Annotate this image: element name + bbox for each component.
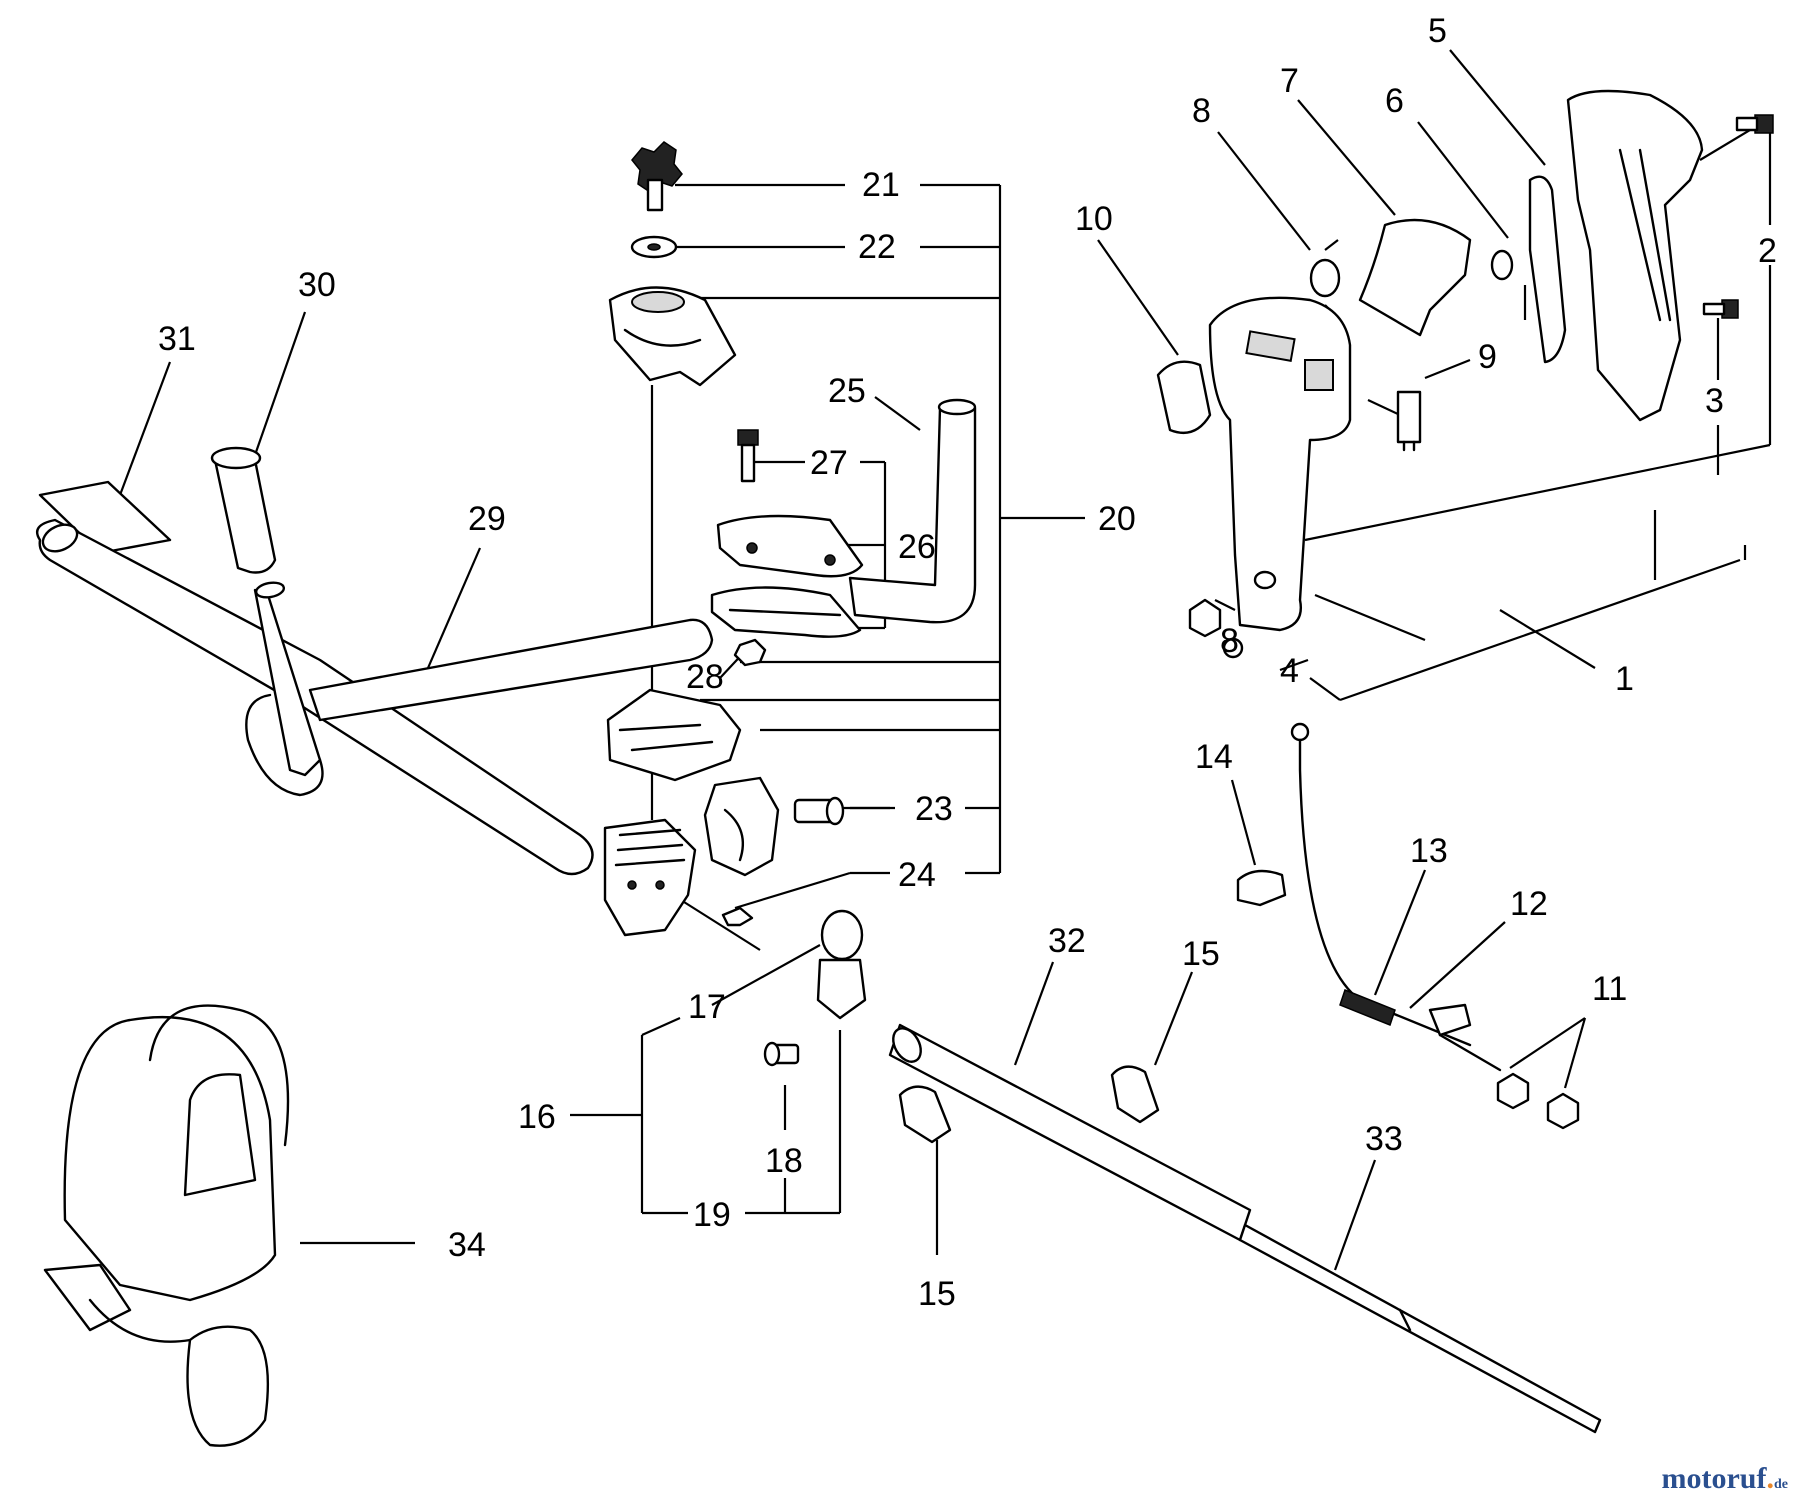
callout-22: 22 [858, 228, 896, 266]
callout-29: 29 [468, 500, 506, 538]
part-clamp-cap [608, 286, 737, 387]
part-clamp-block [606, 688, 742, 782]
part-cable-clip [1236, 869, 1287, 907]
part-square-nut [721, 906, 754, 927]
callout-24: 24 [898, 856, 936, 894]
callout-8: 8 [1192, 92, 1211, 130]
callout-28: 28 [686, 658, 724, 696]
callout-19: 19 [693, 1196, 731, 1234]
callout-34: 34 [448, 1226, 486, 1264]
part-spring-6 [1490, 249, 1514, 281]
callout-31: 31 [158, 320, 196, 358]
part-tube [848, 398, 977, 624]
callout-25: 25 [828, 372, 866, 410]
callout-20: 20 [1098, 500, 1136, 538]
callout-4: 4 [1280, 652, 1299, 690]
part-nut [733, 638, 767, 667]
callout-10: 10 [1075, 200, 1113, 238]
part-clamp-lower [710, 586, 862, 638]
callout-32: 32 [1048, 922, 1086, 960]
callout-9: 9 [1478, 338, 1497, 376]
part-grip [210, 446, 322, 777]
part-nut-11-b [1546, 1092, 1580, 1130]
part-clamp-side [703, 776, 780, 877]
callout-27: 27 [810, 444, 848, 482]
callout-labels: 1 2 3 4 5 6 7 8 9 10 11 12 13 14 15 15 1… [158, 12, 1777, 1313]
part-clamp-upper [716, 514, 864, 578]
part-hanger-clip [816, 909, 867, 1020]
part-washer [630, 235, 678, 259]
callout-3: 3 [1705, 382, 1724, 420]
part-control-handle [1208, 296, 1352, 632]
callout-14: 14 [1195, 738, 1233, 776]
part-drive-shaft [1238, 1223, 1602, 1434]
callout-2: 2 [1758, 232, 1777, 270]
watermark-tld: de [1774, 1477, 1788, 1492]
part-handle-bar [35, 518, 714, 876]
watermark-dot: . [1766, 1462, 1775, 1495]
part-screw-18 [763, 1041, 800, 1067]
part-nut-4 [1188, 598, 1244, 659]
callout-30: 30 [298, 266, 336, 304]
part-nut-11-a [1496, 1072, 1530, 1110]
callout-16: 16 [518, 1098, 556, 1136]
part-clamp-15-lower [898, 1085, 952, 1144]
callout-1: 1 [1615, 660, 1634, 698]
callout-26: 26 [898, 528, 936, 566]
callout-21: 21 [862, 166, 900, 204]
part-clamp-15-upper [1110, 1065, 1160, 1124]
part-base-clamp [603, 818, 697, 937]
part-throttle-lever [1358, 218, 1472, 337]
part-harness [43, 1004, 290, 1447]
watermark-logo: motoruf.de [1662, 1462, 1788, 1496]
callout-8-lower: 8 [1220, 622, 1239, 660]
part-lockout-lever [1528, 175, 1567, 364]
part-switch [1396, 390, 1422, 452]
callout-33: 33 [1365, 1120, 1403, 1158]
watermark-brand: motoruf [1661, 1462, 1767, 1495]
part-handle-housing [1566, 89, 1704, 422]
callout-15-upper: 15 [1182, 935, 1220, 973]
part-bolt-23 [793, 796, 845, 826]
callout-15-lower: 15 [918, 1275, 956, 1313]
part-trigger [1156, 360, 1212, 435]
callout-13: 13 [1410, 832, 1448, 870]
callout-18: 18 [765, 1142, 803, 1180]
callout-11: 11 [1592, 970, 1627, 1008]
part-throttle-cable [1290, 722, 1502, 1072]
part-knob [631, 141, 683, 212]
part-screw-3 [1702, 299, 1739, 319]
callout-17: 17 [688, 988, 726, 1026]
callout-6: 6 [1385, 82, 1404, 120]
callout-5: 5 [1428, 12, 1447, 50]
callout-12: 12 [1510, 885, 1548, 923]
callout-23: 23 [915, 790, 953, 828]
part-spring [1309, 258, 1341, 298]
callout-7: 7 [1280, 62, 1299, 100]
part-bolt [737, 429, 759, 483]
part-screw-2 [1735, 114, 1774, 134]
